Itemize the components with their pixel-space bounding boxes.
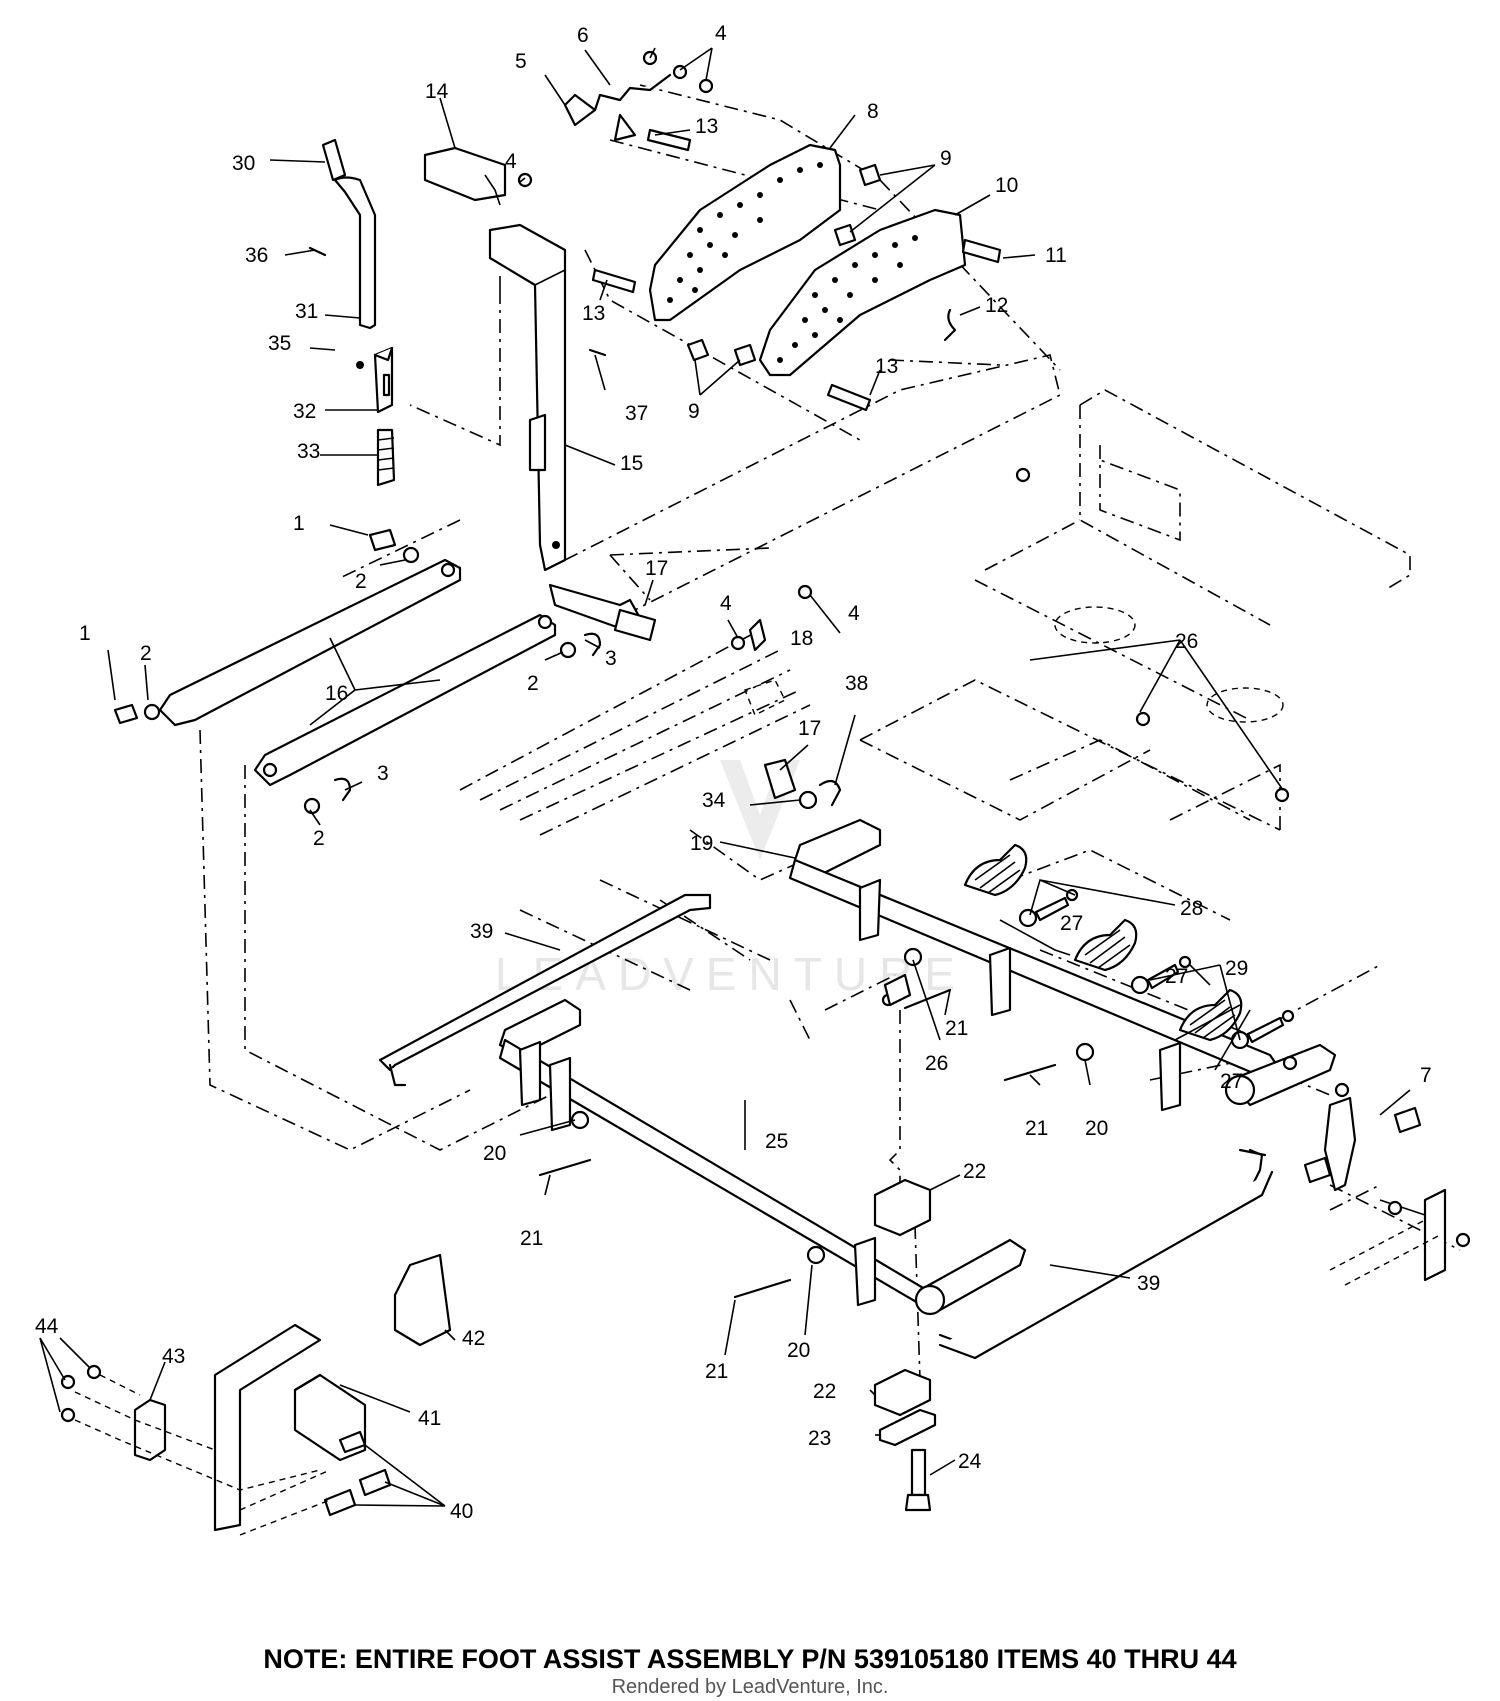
callout-41: 41 <box>418 1407 441 1430</box>
callout-9: 9 <box>688 400 700 423</box>
cotter-pins <box>538 988 1057 1299</box>
rear-shaft-25 <box>498 947 1095 1316</box>
callout-22: 22 <box>813 1380 836 1403</box>
callout-26: 26 <box>925 1052 948 1075</box>
pivot-blocks <box>873 973 1471 1512</box>
callout-22: 22 <box>963 1160 986 1183</box>
callout-2: 2 <box>527 672 539 695</box>
callout-12: 12 <box>985 294 1008 317</box>
callout-13: 13 <box>695 115 718 138</box>
callout-4: 4 <box>848 602 860 625</box>
callout-42: 42 <box>462 1327 485 1350</box>
callout-27: 27 <box>1165 965 1188 988</box>
callout-8: 8 <box>867 100 879 123</box>
callout-23: 23 <box>808 1427 831 1450</box>
callout-40: 40 <box>450 1500 473 1523</box>
callout-4: 4 <box>505 150 517 173</box>
render-credit: Rendered by LeadVenture, Inc. <box>611 1676 889 1698</box>
callout-26: 26 <box>1175 630 1198 653</box>
front-shaft-19 <box>788 818 1337 1112</box>
callout-27: 27 <box>1220 1070 1243 1093</box>
callout-13: 13 <box>875 355 898 378</box>
callout-44: 44 <box>35 1315 59 1338</box>
assembly-note: NOTE: ENTIRE FOOT ASSIST ASSEMBLY P/N 53… <box>263 1644 1237 1674</box>
leader-lines <box>39 47 1411 1507</box>
callout-3: 3 <box>605 647 617 670</box>
callout-35: 35 <box>268 332 291 355</box>
springs <box>963 467 1295 1050</box>
callout-28: 28 <box>1180 897 1203 920</box>
callout-20: 20 <box>1085 1117 1108 1140</box>
callout-4: 4 <box>720 592 732 615</box>
callout-labels: 1 1 2 2 2 2 3 3 4 4 4 4 5 6 7 8 9 9 10 1… <box>35 22 1432 1523</box>
callout-1: 1 <box>79 622 91 645</box>
callout-30: 30 <box>232 152 255 175</box>
callout-39: 39 <box>1137 1272 1160 1295</box>
rods-39 <box>378 893 1274 1360</box>
callout-3: 3 <box>377 762 389 785</box>
callout-4: 4 <box>715 22 727 45</box>
callout-36: 36 <box>245 244 268 267</box>
callout-19: 19 <box>690 832 713 855</box>
links-16 <box>113 528 657 815</box>
callout-29: 29 <box>1225 957 1248 980</box>
callout-39: 39 <box>470 920 493 943</box>
callout-2: 2 <box>355 570 367 593</box>
callout-9: 9 <box>940 147 952 170</box>
control-handle <box>308 138 396 487</box>
callout-20: 20 <box>483 1142 506 1165</box>
callout-37: 37 <box>625 402 648 425</box>
foot-assist <box>60 1253 452 1536</box>
callout-32: 32 <box>293 400 316 423</box>
bushings <box>730 584 842 810</box>
chassis-frame <box>859 389 1461 1286</box>
callout-27: 27 <box>1060 912 1083 935</box>
callout-15: 15 <box>620 452 643 475</box>
callout-1: 1 <box>293 512 305 535</box>
deck-plate-8 <box>648 143 842 322</box>
callout-34: 34 <box>702 789 726 812</box>
callout-25: 25 <box>765 1130 788 1153</box>
callout-2: 2 <box>140 642 152 665</box>
callout-21: 21 <box>705 1360 728 1383</box>
callout-38: 38 <box>845 672 868 695</box>
callout-18: 18 <box>790 627 813 650</box>
callout-21: 21 <box>1025 1117 1048 1140</box>
callout-21: 21 <box>520 1227 543 1250</box>
callout-21: 21 <box>945 1017 968 1040</box>
callout-7: 7 <box>1420 1064 1432 1087</box>
callout-24: 24 <box>958 1450 982 1473</box>
callout-16: 16 <box>325 682 348 705</box>
deck-plate-10 <box>758 208 967 377</box>
callout-17: 17 <box>798 717 821 740</box>
callout-17: 17 <box>645 557 668 580</box>
callout-33: 33 <box>297 440 320 463</box>
callout-6: 6 <box>577 24 589 47</box>
callout-5: 5 <box>515 50 527 73</box>
pedal-lever <box>423 146 607 572</box>
callout-11: 11 <box>1045 244 1067 267</box>
callout-14: 14 <box>425 80 449 103</box>
callout-31: 31 <box>295 300 318 323</box>
callout-43: 43 <box>162 1345 185 1368</box>
callout-13: 13 <box>582 302 605 325</box>
callout-20: 20 <box>787 1339 810 1362</box>
callout-2: 2 <box>313 827 325 850</box>
chain-assembly <box>517 50 714 188</box>
callout-10: 10 <box>995 174 1018 197</box>
